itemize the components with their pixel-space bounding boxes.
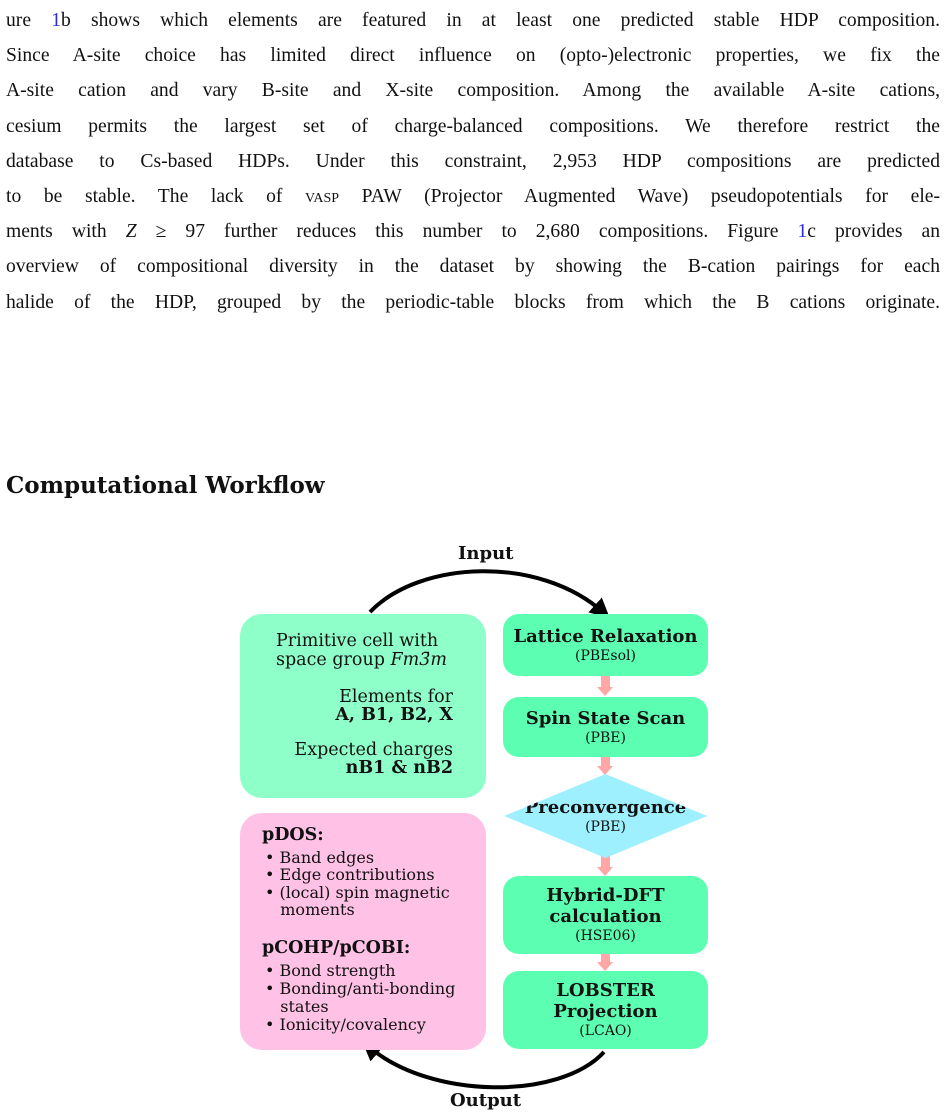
step-title-line-1: Hybrid-DFT — [546, 885, 665, 906]
paragraph-line: halide of the HDP, grouped by the period… — [6, 285, 940, 320]
connector-arrowhead — [597, 687, 613, 696]
paragraph-line: ure 1b shows which elements are featured… — [6, 3, 940, 38]
input-box: Primitive cell with space group Fm3̄m El… — [240, 614, 486, 798]
output-box: pDOS: • Band edges • Edge contributions … — [240, 813, 486, 1050]
input-line-1: Primitive cell with — [276, 631, 439, 651]
output-arc — [361, 1040, 606, 1090]
math-symbol: Z — [125, 221, 137, 243]
step-title: Spin State Scan — [525, 707, 686, 729]
text-segment: c provides an — [807, 221, 941, 243]
connector — [601, 757, 610, 767]
step-subtitle: (PBE) — [585, 729, 626, 746]
input-line-3: Elements for — [339, 687, 453, 707]
figure-reference-link[interactable]: 1 — [51, 10, 61, 31]
step-hybrid-dft: Hybrid-DFT calculation (HSE06) — [503, 876, 708, 954]
pcohp-item: • Ionicity/covalency — [265, 1015, 426, 1034]
pcohp-item: • Bonding/anti-bonding — [265, 979, 456, 998]
text-segment: cesium permits the largest set of charge… — [6, 115, 940, 137]
text-segment: A-site cation and vary B-site and X-site… — [6, 80, 940, 102]
space-group: Fm3̄m — [390, 650, 447, 670]
input-line-2-prefix: space group — [276, 650, 385, 670]
input-line-6: nB1 & nB2 — [345, 758, 453, 778]
text-segment: Since A-site choice has limited direct i… — [6, 45, 940, 67]
paragraph-line: Since A-site choice has limited direct i… — [6, 38, 940, 73]
pdos-item: • (local) spin magnetic — [265, 883, 450, 902]
paragraph-line: database to Cs-based HDPs. Under this co… — [6, 144, 940, 179]
step-title-line-2: calculation — [549, 906, 662, 927]
connector-arrowhead — [597, 962, 613, 971]
step-title-line-2: Projection — [553, 1001, 658, 1022]
output-label: Output — [450, 1090, 522, 1111]
input-arc — [368, 569, 610, 619]
paragraph-line: to be stable. The lack of vasp PAW (Proj… — [6, 179, 940, 214]
input-line-2: space group Fm3̄m — [276, 651, 447, 670]
pcohp-title: pCOHP/pCOBI: — [262, 938, 411, 958]
pdos-item: • Edge contributions — [265, 865, 435, 884]
text-segment: ments with — [6, 221, 126, 243]
paragraph-line: overview of compositional diversity in t… — [6, 249, 940, 284]
section-heading: Computational Workflow — [6, 472, 325, 499]
step-subtitle: (LCAO) — [579, 1023, 632, 1039]
step-lattice-relaxation: Lattice Relaxation (PBEsol) — [503, 614, 708, 676]
pdos-item: • Band edges — [265, 848, 375, 867]
pcohp-item: • Bond strength — [265, 961, 396, 980]
connector — [601, 676, 610, 688]
step-spin-state-scan: Spin State Scan (PBE) — [503, 697, 708, 757]
paragraph-line: ments with Z ≥ 97 further reduces this n… — [6, 214, 940, 249]
body-paragraph: ure 1b shows which elements are featured… — [6, 3, 940, 320]
connector-arrowhead — [597, 766, 613, 775]
step-title: Preconvergence — [524, 796, 687, 818]
step-lobster-projection: LOBSTER Projection (LCAO) — [503, 971, 708, 1049]
connector — [601, 954, 610, 963]
connector-arrowhead — [597, 867, 613, 876]
text-segment: database to Cs-based HDPs. Under this co… — [6, 150, 940, 172]
step-subtitle: (HSE06) — [575, 928, 636, 944]
input-line-4: A, B1, B2, X — [335, 705, 453, 725]
paragraph-line: cesium permits the largest set of charge… — [6, 109, 940, 144]
pdos-title: pDOS: — [262, 825, 324, 845]
text-segment: to be stable. The lack of — [6, 186, 306, 208]
step-title: Lattice Relaxation — [513, 625, 698, 647]
text-segment: PAW (Projector Augmented Wave) pseudopot… — [339, 186, 940, 208]
text-segment: ure — [6, 10, 52, 31]
text-segment: halide of the HDP, grouped by the period… — [6, 291, 940, 313]
step-title-line-1: LOBSTER — [556, 980, 655, 1001]
connector — [601, 856, 610, 868]
step-subtitle: (PBE) — [585, 818, 626, 835]
text-segment: ≥ 97 further reduces this number to 2,68… — [136, 221, 798, 243]
text-segment: overview of compositional diversity in t… — [6, 256, 940, 278]
input-line-5: Expected charges — [294, 740, 453, 760]
input-label: Input — [458, 543, 514, 564]
text-segment: b shows which elements are featured in a… — [60, 10, 940, 31]
paragraph-line: A-site cation and vary B-site and X-site… — [6, 73, 940, 108]
small-caps-term: vasp — [305, 186, 340, 208]
step-subtitle: (PBEsol) — [575, 647, 636, 664]
pcohp-item: states — [265, 997, 329, 1016]
pdos-item: moments — [265, 900, 355, 919]
figure-reference-link[interactable]: 1 — [797, 221, 808, 243]
